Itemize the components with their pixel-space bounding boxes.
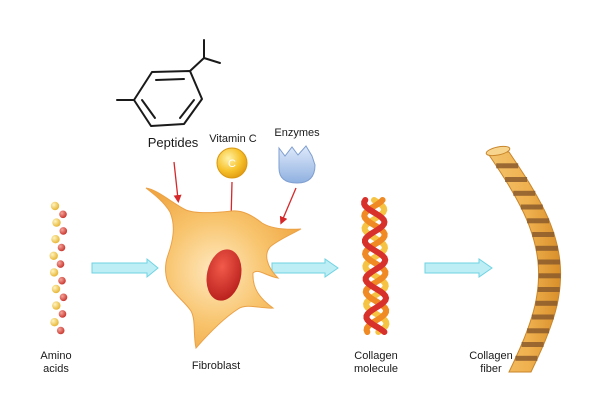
amino-acid-bead [58, 276, 66, 285]
collagen-fiber-label: Collagen fiber [458, 350, 524, 376]
amino-acid-bead [52, 218, 61, 227]
amino-acid-bead [59, 227, 68, 235]
vitamin-c-icon: C [216, 147, 248, 179]
fiber-band [520, 204, 543, 210]
fibroblast-label: Fibroblast [191, 360, 241, 372]
collagen-molecule [361, 197, 390, 335]
collagen-molecule-label-line1: Collagen [354, 350, 398, 362]
amino-acid-bead [49, 268, 59, 277]
fiber-band [535, 245, 558, 251]
fibroblast-cell [145, 187, 302, 350]
amino-acid-bead [56, 326, 65, 335]
amino-acid-bead [59, 293, 68, 302]
collagen-molecule-label-line2: molecule [353, 363, 399, 375]
nucleus [206, 249, 242, 301]
fiber-band [532, 232, 555, 237]
collagen-fiber [485, 145, 562, 373]
amino-acid-bead [56, 260, 65, 268]
flow-arrows [91, 257, 493, 279]
amino-acid-bead [50, 201, 60, 211]
fiber-band [527, 218, 550, 224]
fiber-band [538, 259, 560, 265]
amino-acids-label-line2: acids [43, 363, 69, 375]
enzymes-label: Enzymes [274, 127, 320, 139]
fiber-band [531, 314, 554, 320]
enzyme-icon [278, 145, 316, 184]
amino-acid-bead [59, 210, 67, 219]
fiber-band [505, 177, 528, 182]
flow-arrow-3 [424, 258, 493, 278]
fiber-band [538, 273, 561, 279]
vitamin-c-symbol: C [228, 158, 236, 170]
fiber-band [535, 300, 558, 306]
amino-acids-label-line1: Amino [40, 350, 72, 362]
amino-acid-bead [58, 310, 67, 318]
fiber-band [496, 163, 519, 169]
peptides-pointer-arrow [173, 161, 182, 203]
amino-acid-chain [49, 201, 68, 335]
amino-acid-bead [49, 251, 58, 260]
fiber-band [513, 190, 536, 196]
flow-arrow-1 [91, 257, 159, 279]
fiber-band [537, 287, 560, 292]
amino-acid-bead [51, 284, 61, 294]
vitamin-c-label: Vitamin C [209, 133, 257, 145]
fiber-end-cap [485, 145, 511, 157]
amino-acids-label: Amino acids [26, 350, 86, 376]
enzymes-pointer-arrow [279, 187, 297, 225]
fiber-band [515, 355, 538, 361]
amino-acid-bead [52, 301, 61, 310]
amino-acid-bead [57, 243, 66, 252]
amino-acid-bead [50, 318, 59, 327]
collagen-molecule-label: Collagen molecule [343, 350, 409, 376]
collagen-fiber-label-line2: fiber [480, 363, 502, 375]
fiber-band [521, 342, 544, 347]
flow-arrow-2 [271, 258, 339, 278]
collagen-fiber-label-line1: Collagen [469, 350, 513, 362]
amino-acid-bead [51, 235, 60, 244]
peptides-label: Peptides [147, 135, 199, 150]
fiber-band [527, 328, 550, 334]
peptide-molecule-icon [116, 39, 221, 127]
